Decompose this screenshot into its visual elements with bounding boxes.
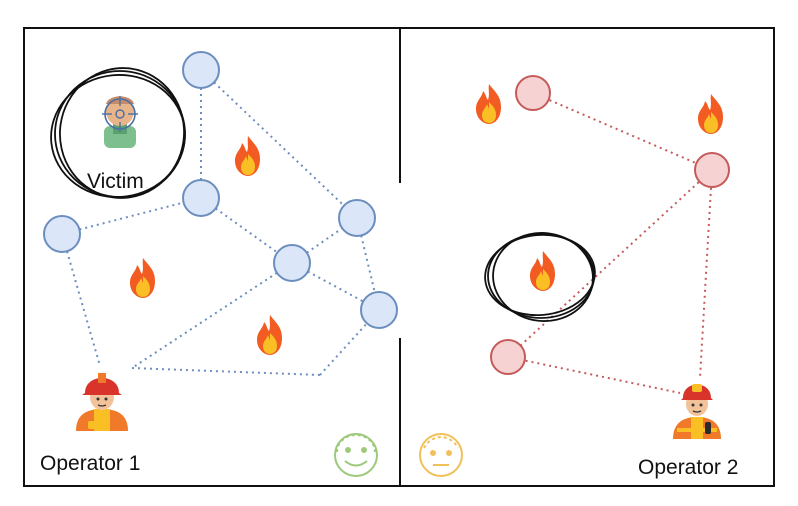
fire-highlight-scribble	[484, 232, 596, 322]
graph-edge	[507, 169, 713, 358]
operator-1-graph-nodes	[43, 51, 398, 329]
operator-2-graph-nodes	[490, 75, 730, 375]
graph-node	[338, 199, 376, 237]
graph-edge	[291, 262, 380, 311]
graph-edge	[131, 262, 293, 369]
firefighter-icon	[76, 373, 128, 431]
operator-2-graph-edges	[507, 92, 713, 394]
fire-icon	[698, 94, 723, 134]
victim-label: Victim	[87, 170, 144, 193]
graph-node	[360, 291, 398, 329]
graph-edge	[532, 92, 713, 171]
victim-target-icon	[102, 96, 138, 148]
fire-icon	[235, 136, 260, 176]
graph-edge	[200, 69, 358, 219]
graph-edge	[61, 197, 202, 235]
operator-1-label: Operator 1	[40, 452, 141, 475]
graph-edge	[61, 233, 101, 367]
graph-edge	[699, 169, 713, 379]
fire-icon	[476, 84, 501, 124]
graph-edge	[507, 356, 681, 394]
fire-icon	[257, 315, 282, 355]
graph-edge	[131, 367, 321, 376]
victim-highlight-scribble	[50, 67, 186, 199]
graph-node	[490, 339, 526, 375]
fire-icon	[530, 251, 555, 291]
graph-node	[694, 152, 730, 188]
operator-2-label: Operator 2	[638, 456, 739, 479]
smiley-face-icon	[334, 433, 378, 477]
graph-node	[515, 75, 551, 111]
graph-node	[182, 51, 220, 89]
graph-node	[43, 215, 81, 253]
firefighter-icon	[673, 384, 721, 439]
fire-icon	[130, 258, 155, 298]
smiley-face-icon	[419, 433, 463, 477]
graph-node	[273, 244, 311, 282]
graph-node	[182, 179, 220, 217]
